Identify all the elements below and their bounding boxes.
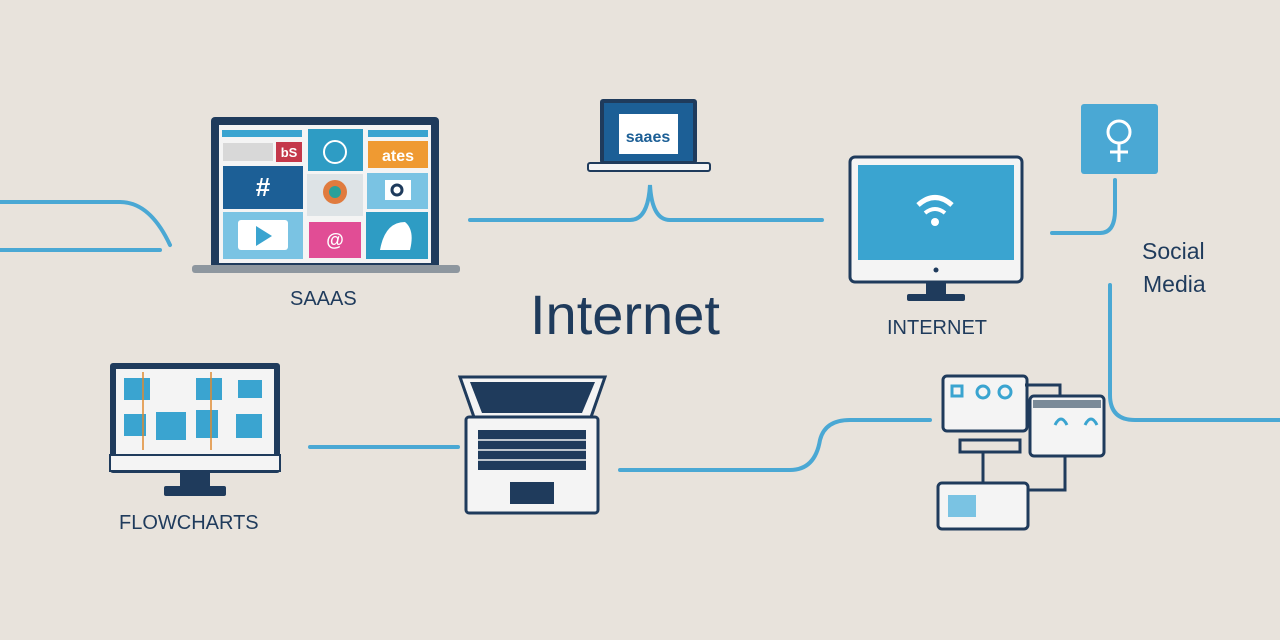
connector-social-right [1108, 283, 1280, 422]
small-laptop [587, 99, 711, 172]
flowcharts-label: FLOWCHARTS [119, 512, 259, 534]
page-title: Internet [530, 283, 720, 346]
internet-label: INTERNET [887, 317, 987, 339]
small-laptop-screen-text: saaes [626, 129, 671, 146]
connector-laptop-network [618, 418, 932, 472]
connector-left-top [0, 200, 172, 247]
saas-label: SAAAS [290, 288, 357, 310]
internet-monitor [848, 155, 1024, 301]
tile-at-text: @ [326, 230, 344, 250]
connector-social [1050, 178, 1117, 235]
tile-bs-text: bS [281, 145, 298, 160]
connector-saas-internet [468, 184, 824, 222]
wifi-icon [916, 195, 954, 207]
keyboard-laptop [457, 375, 608, 515]
connector-lines [0, 178, 1280, 472]
flowcharts-monitor [109, 363, 281, 496]
network-windows [936, 374, 1106, 531]
saas-laptop [192, 117, 460, 273]
tile-hash-text: # [256, 172, 271, 202]
social-media-label-line1: Social [1142, 238, 1205, 264]
social-media-label-line2: Media [1143, 271, 1206, 297]
tile-ates-text: ates [382, 148, 414, 165]
social-media-icon [1081, 104, 1158, 174]
